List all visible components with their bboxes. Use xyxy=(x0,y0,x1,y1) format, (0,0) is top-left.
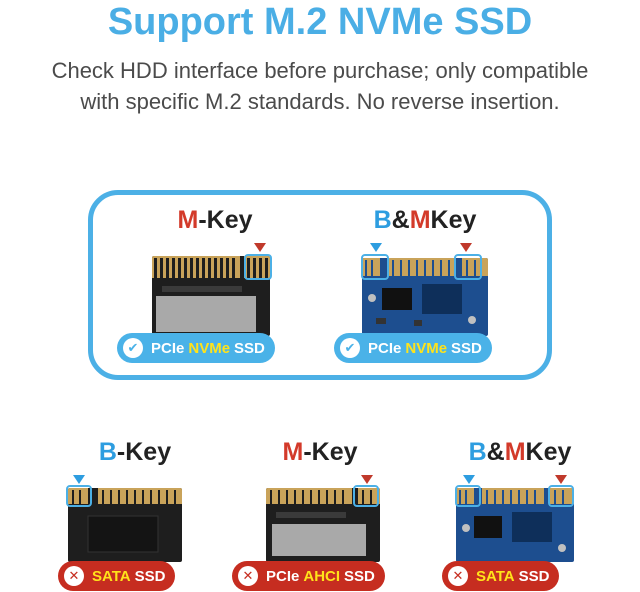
key-title-m: M-Key xyxy=(177,206,253,234)
mkey-frame xyxy=(548,485,574,507)
blue-arrow-icon xyxy=(370,243,382,252)
bkey-frame xyxy=(455,485,481,507)
cross-icon: ✕ xyxy=(64,566,84,586)
cross-icon: ✕ xyxy=(238,566,258,586)
ssd-bmkey-nvme-image xyxy=(362,258,488,336)
check-icon: ✔ xyxy=(123,338,143,358)
ssd-mkey-ahci-image xyxy=(266,488,380,562)
bkey-frame xyxy=(66,485,92,507)
mkey-frame xyxy=(244,254,272,280)
cross-icon: ✕ xyxy=(448,566,468,586)
ssd-bmkey-sata-image xyxy=(456,488,574,562)
key-title-m-ahci: M-Key xyxy=(282,438,358,466)
mkey-frame xyxy=(353,485,379,507)
blue-arrow-icon xyxy=(463,475,475,484)
page-title: Support M.2 NVMe SSD xyxy=(107,1,533,43)
subtitle-line-1: Check HDD interface before purchase; onl… xyxy=(51,58,589,83)
check-icon: ✔ xyxy=(340,338,360,358)
red-arrow-icon xyxy=(460,243,472,252)
red-arrow-icon xyxy=(555,475,567,484)
red-arrow-icon xyxy=(254,243,266,252)
ssd-mkey-nvme-image xyxy=(152,256,270,336)
ssd-bkey-sata-image xyxy=(68,488,182,562)
mkey-frame xyxy=(454,254,482,280)
key-title-b: B-Key xyxy=(98,438,172,466)
key-title-bm: B&MKey xyxy=(373,206,477,234)
red-arrow-icon xyxy=(361,475,373,484)
blue-arrow-icon xyxy=(73,475,85,484)
subtitle-line-2: with specific M.2 standards. No reverse … xyxy=(80,89,560,114)
bkey-frame xyxy=(361,254,389,280)
key-title-bm-sata: B&MKey xyxy=(468,438,572,466)
